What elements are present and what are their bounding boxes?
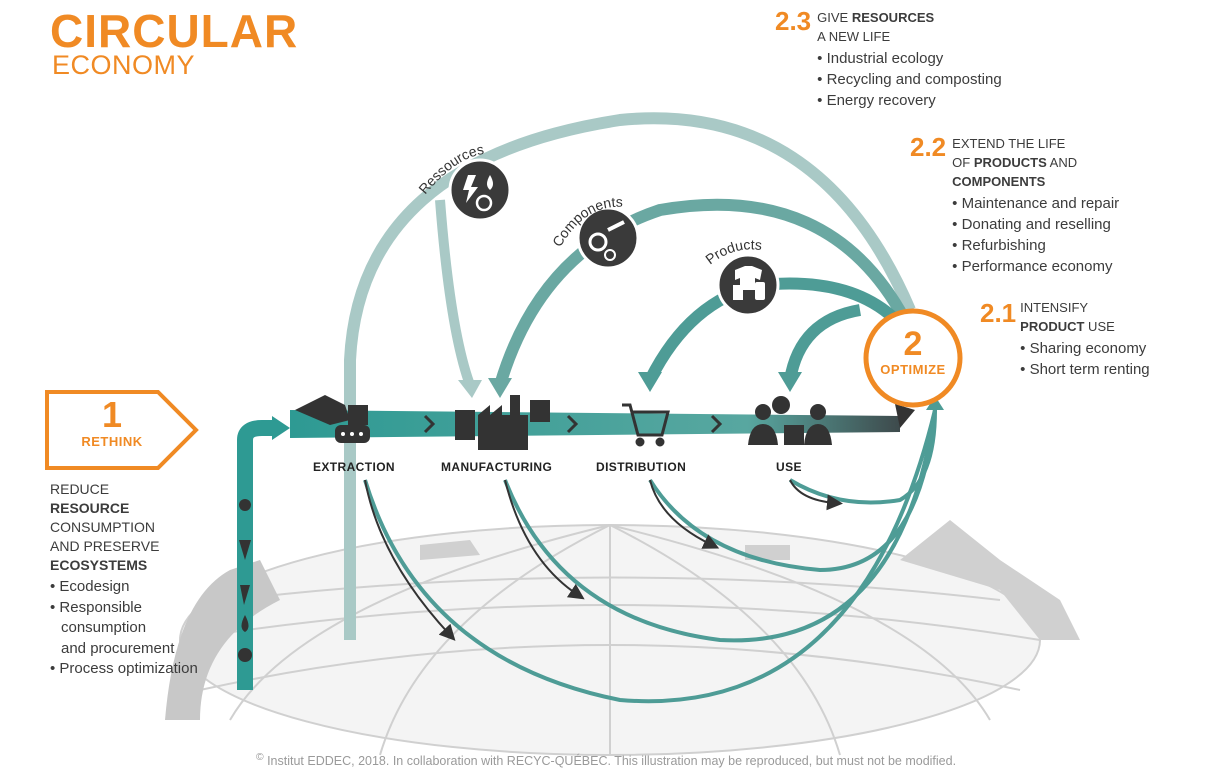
components-badge (576, 206, 640, 270)
rethink-list: Ecodesign Responsible consumption and pr… (50, 577, 198, 680)
rethink-heading-mid: CONSUMPTION (50, 519, 155, 535)
section-2-1-heading-bold2: PRODUCT (1020, 319, 1085, 334)
stage-manufacturing: MANUFACTURING (441, 460, 553, 474)
globe (165, 520, 1080, 756)
section-2-1: 2.1 INTENSIFY PRODUCT USE Sharing econom… (980, 298, 1150, 380)
resource-input-bar (237, 416, 290, 690)
section-2-1-number: 2.1 (980, 298, 1017, 328)
flow-chevrons (423, 414, 723, 434)
section-2-2-heading-bold2: PRODUCTS (973, 155, 1047, 170)
list-item: Ecodesign (50, 577, 198, 598)
rethink-heading-bold2: ECOSYSTEMS (50, 557, 148, 573)
list-item: Recycling and composting (817, 69, 1002, 90)
list-item: Short term renting (1020, 359, 1150, 380)
list-item: Industrial ecology (817, 48, 1002, 69)
stage-use: USE (776, 460, 802, 474)
section-2-3-heading-bold: RESOURCES (851, 10, 935, 25)
section-2-3: 2.3 GIVE RESOURCES A NEW LIFE Industrial… (775, 8, 1002, 111)
list-item: Refurbishing (952, 235, 1119, 256)
factory-icon (455, 395, 550, 450)
section-2-2-heading-pre2: OF (952, 155, 974, 170)
list-item: consumption (61, 619, 147, 636)
optimize-circle (863, 308, 963, 408)
copyright-symbol: © (255, 752, 264, 763)
rethink-node: 1 RETHINK (47, 394, 177, 450)
users-icon (748, 396, 832, 445)
footer-text: Institut EDDEC, 2018. In collaboration w… (263, 754, 957, 769)
return-curves (363, 396, 944, 704)
rethink-heading-pre: REDUCE (50, 481, 110, 497)
resources-badge (448, 158, 512, 222)
section-2-2-heading-post2: AND (1046, 155, 1078, 170)
section-2-3-heading-pre: GIVE (817, 10, 852, 25)
list-item: Energy recovery (817, 90, 1002, 111)
loop-components (488, 198, 911, 398)
list-item: Responsible (50, 598, 198, 619)
optimize-node: 2 OPTIMIZE (866, 326, 960, 377)
section-2-3-number: 2.3 (775, 6, 812, 36)
list-item: and procurement (61, 639, 175, 657)
rethink-number: 1 (101, 394, 123, 435)
loop-resources (344, 112, 916, 640)
list-item: Process optimization (50, 659, 197, 680)
list-item: Performance economy (952, 256, 1119, 277)
optimize-number: 2 (903, 325, 923, 363)
rethink-arrow (45, 390, 199, 470)
main-flow-arrowhead (895, 404, 915, 428)
products-badge (716, 253, 780, 317)
shopping-cart-icon (622, 403, 670, 447)
rethink-heading-mid2: AND PRESERVE (50, 538, 160, 554)
section-2-1-heading-line1: INTENSIFY (1020, 300, 1089, 315)
main-flow-bar (290, 410, 900, 438)
title-economy: ECONOMY (52, 50, 196, 80)
section-2-2-heading-bold3: COMPONENTS (952, 174, 1046, 189)
section-2-1-list: Sharing economy Short term renting (1020, 338, 1150, 380)
list-item: Maintenance and repair (952, 193, 1120, 214)
section-2-1-heading-post2: USE (1084, 319, 1115, 334)
list-item: Sharing economy (1020, 338, 1149, 359)
section-2-2-heading-line1: EXTEND THE LIFE (952, 136, 1066, 151)
footer-credit: © Institut EDDEC, 2018. In collaboration… (0, 752, 1212, 768)
section-2-2-number: 2.2 (910, 132, 947, 162)
section-2-3-heading-line2: A NEW LIFE (817, 29, 891, 44)
title-circular: CIRCULAR (50, 5, 299, 57)
list-item: Donating and reselling (952, 214, 1119, 235)
optimize-label: OPTIMIZE (880, 362, 946, 377)
excavator-icon (295, 395, 370, 443)
stage-distribution: DISTRIBUTION (596, 460, 687, 474)
rethink-label: RETHINK (81, 434, 143, 449)
rethink-heading-bold1: RESOURCE (50, 500, 130, 516)
section-2-2-list: Maintenance and repair Donating and rese… (952, 193, 1120, 277)
stage-extraction: EXTRACTION (313, 460, 395, 474)
rethink-description: REDUCE RESOURCE CONSUMPTION AND PRESERVE… (50, 480, 198, 680)
section-2-3-list: Industrial ecology Recycling and compost… (817, 48, 1002, 111)
section-2-2: 2.2 EXTEND THE LIFE OF PRODUCTS AND COMP… (910, 134, 1119, 277)
